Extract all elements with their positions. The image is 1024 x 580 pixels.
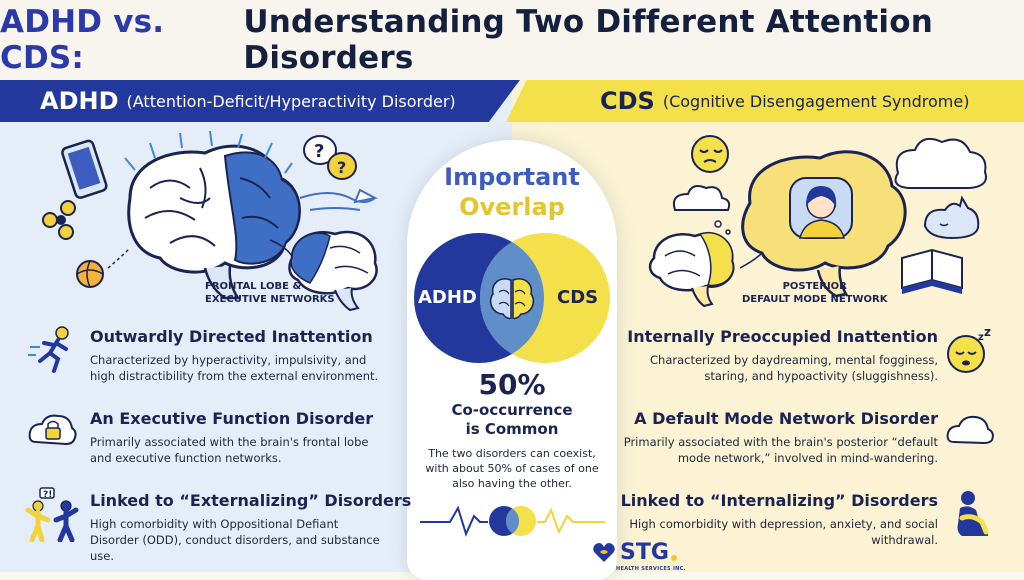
arguing-people-icon: ?! <box>25 487 79 542</box>
overlap-brain-icon <box>489 278 535 320</box>
fidget-spinner-icon <box>42 200 76 240</box>
thought-cloud-icon <box>894 137 987 189</box>
adhd-brain-illustration: ? ? <box>42 130 378 312</box>
cds-section-2: A Default Mode Network Disorder Primaril… <box>623 409 938 465</box>
dreaming-brain-icon <box>741 150 907 298</box>
small-brain-icon-cds <box>648 231 735 308</box>
page-title: ADHD vs. CDS: Understanding Two Differen… <box>0 0 1024 80</box>
frontal-brain-icon <box>127 144 301 300</box>
stg-logo: STG HEALTH SERVICES INC. <box>592 540 686 572</box>
logo-subtitle: HEALTH SERVICES INC. <box>616 566 686 572</box>
pointer-arrow-cds <box>739 252 763 269</box>
title-part-1: ADHD vs. CDS: <box>0 4 165 76</box>
locked-cloud-icon <box>28 414 77 446</box>
heart-logo-icon <box>593 542 615 562</box>
ball-icon <box>76 247 131 288</box>
logo-dot <box>670 554 677 561</box>
venn-cds-label: CDS <box>557 287 599 308</box>
adhd-section-3: Linked to “Externalizing” Disorders High… <box>90 491 412 563</box>
cooccurrence-description: The two disorders can coexist, with abou… <box>425 447 599 490</box>
sleepy-face-icon: z z <box>947 328 991 373</box>
cloud-icon-small <box>672 185 731 211</box>
title-part-2: Understanding Two Different Attention Di… <box>243 4 934 76</box>
adhd-section-2: An Executive Function Disorder Primarily… <box>90 409 374 465</box>
question-bubble-icon: ? ? <box>303 135 357 180</box>
phone-icon <box>61 139 108 199</box>
cloud-icon <box>946 415 994 445</box>
sad-sitting-person-icon <box>957 491 989 536</box>
svg-text:z: z <box>984 328 991 339</box>
overlap-panel <box>407 140 617 580</box>
sleeping-cat-icon <box>923 195 980 240</box>
running-person-icon <box>28 326 69 373</box>
cooccurrence-percent: 50% <box>478 368 546 401</box>
cds-brain-annotation: POSTERIOR DEFAULT MODE NETWORK <box>742 281 888 305</box>
adhd-header: ADHD (Attention-Deficit/Hyperactivity Di… <box>40 87 456 115</box>
cds-header-band <box>506 80 1024 122</box>
distraction-rays <box>124 130 293 174</box>
overlap-region <box>480 242 544 354</box>
svg-text:?: ? <box>314 141 324 162</box>
adhd-header-band <box>0 80 520 122</box>
adhd-section-1: Outwardly Directed Inattention Character… <box>90 327 379 383</box>
arrow-icon <box>299 188 378 211</box>
venn-diagram <box>414 233 610 363</box>
cds-section-1: Internally Preoccupied Inattention Chara… <box>627 327 938 383</box>
venn-adhd-label: ADHD <box>418 287 477 308</box>
sleepy-emoji-icon <box>691 135 729 173</box>
adhd-brain-annotation: FRONTAL LOBE & EXECUTIVE NETWORKS <box>205 281 335 305</box>
small-brain-icon <box>288 230 378 312</box>
cds-section-3: Linked to “Internalizing” Disorders High… <box>620 491 938 547</box>
heartbeat-venn-icon <box>420 505 605 537</box>
svg-text:z: z <box>978 332 984 343</box>
cooccurrence-heading: Co-occurrence is Common <box>451 401 573 438</box>
svg-text:?: ? <box>337 158 346 177</box>
svg-text:?!: ?! <box>43 490 52 500</box>
logo-text: STG <box>620 540 669 565</box>
cds-header: CDS (Cognitive Disengagement Syndrome) <box>600 87 970 115</box>
cds-brain-illustration <box>648 135 987 308</box>
overlap-title: Important Overlap <box>444 163 580 221</box>
pointer-arrow <box>269 239 293 257</box>
book-icon <box>901 248 963 294</box>
